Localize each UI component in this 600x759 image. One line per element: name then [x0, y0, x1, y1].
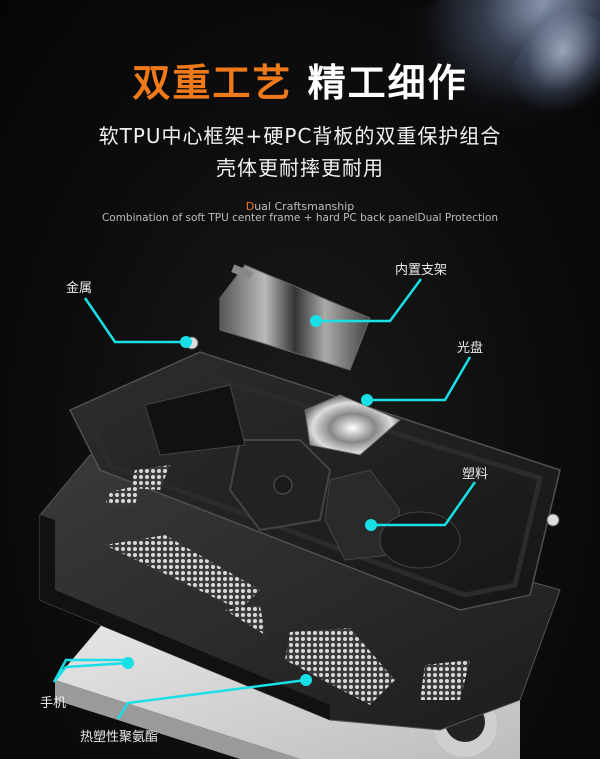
callout-label-phone: 手机	[40, 696, 67, 711]
callout-dots	[122, 315, 377, 686]
english-title: Dual Craftsmanship	[0, 200, 600, 213]
page-title: 双重工艺 精工细作	[0, 52, 600, 107]
english-title-rest: ual Craftsmanship	[254, 200, 355, 213]
callout-label-tpu: 热塑性聚氨酯	[80, 730, 159, 745]
subtitle-line-1: 软TPU中心框架+硬PC背板的双重保护组合	[98, 124, 502, 148]
callout-label-kickstand: 内置支架	[395, 263, 448, 278]
subtitle-line-2: 壳体更耐摔更耐用	[216, 156, 384, 180]
callout-label-plastic: 塑料	[462, 467, 489, 482]
title-accent: 双重工艺	[132, 61, 293, 105]
callout-label-metal: 金属	[66, 281, 93, 296]
title-main: 精工细作	[307, 61, 468, 105]
callout-label-disc: 光盘	[457, 341, 484, 356]
english-title-initial: D	[245, 200, 255, 213]
english-description: Combination of soft TPU center frame + h…	[101, 212, 499, 224]
